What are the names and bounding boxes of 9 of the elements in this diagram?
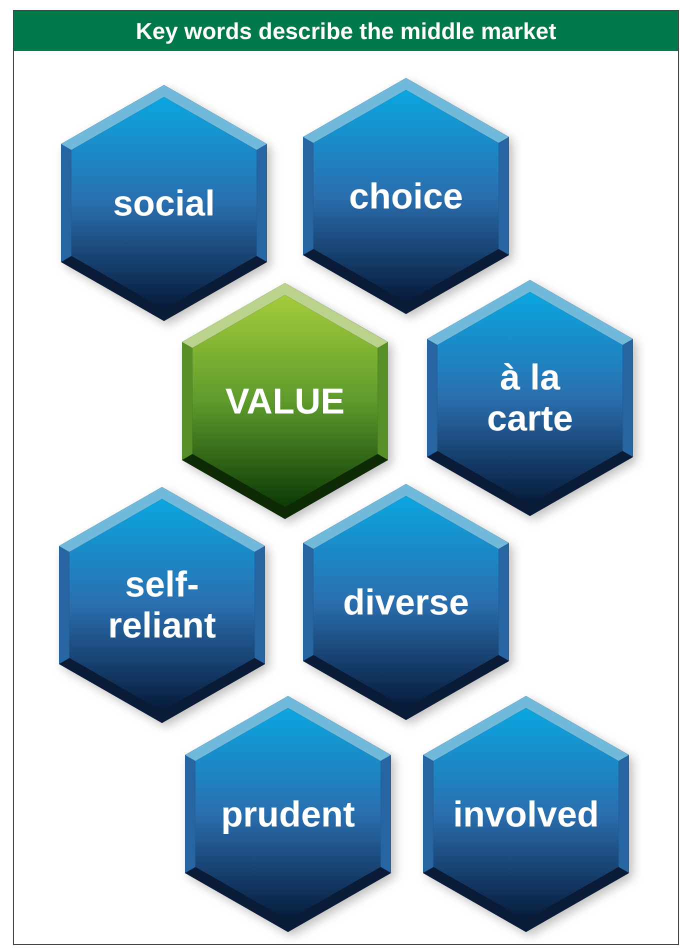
tile-label: involved (452, 793, 600, 835)
tile-label: VALUE (224, 380, 346, 422)
tile-label: choice (348, 175, 464, 217)
tile-label: à la carte (486, 356, 574, 440)
tile-label: social (112, 182, 216, 224)
title-banner: Key words describe the middle market (14, 11, 678, 51)
tile-label: self-reliant (106, 564, 218, 646)
tile-label: prudent (220, 793, 356, 835)
tile-label: diverse (342, 581, 470, 623)
